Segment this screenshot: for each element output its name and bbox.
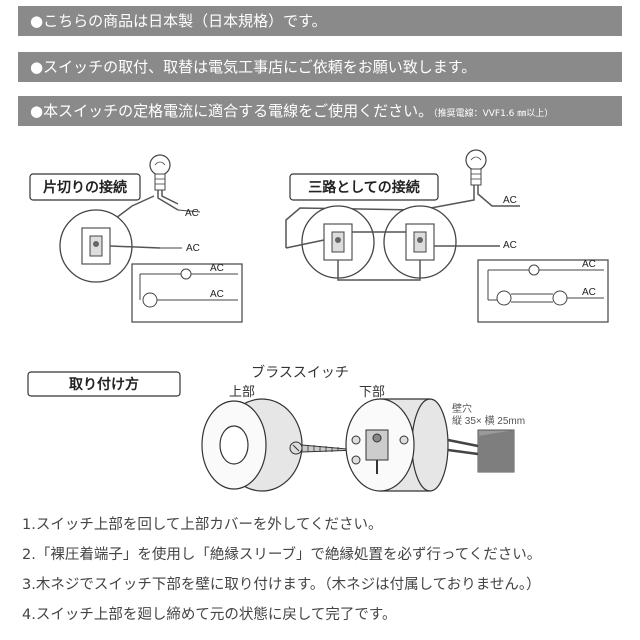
single-pole-section: 片切りの接続 AC AC AC AC: [29, 154, 243, 323]
product-label: ブラススイッチ: [251, 364, 349, 380]
wall-hole: 壁穴 縦 35× 横 25mm: [447, 402, 525, 473]
single-schem-ac-top: AC: [210, 263, 224, 274]
step-1: 1.スイッチ上部を回して上部カバーを外してください。: [22, 517, 383, 533]
installation-steps: 1.スイッチ上部を回して上部カバーを外してください。 2.「裸圧着端子」を使用し…: [22, 514, 632, 634]
install-title: 取り付け方: [69, 376, 139, 392]
wiring-and-installation-diagram: 片切りの接続 AC AC AC AC: [27, 149, 609, 492]
single-schem-ac-bottom: AC: [210, 289, 224, 300]
bulb-icon: [149, 154, 171, 191]
single-pole-title: 片切りの接続: [43, 179, 127, 195]
notice-wire-spec: ●本スイッチの定格電流に適合する電線をご使用ください。（推奨電線：VVF1.6 …: [18, 96, 622, 126]
wood-screw: [289, 441, 359, 455]
threeway-schem-ac-top: AC: [582, 259, 596, 270]
single-ac-bottom: AC: [186, 243, 200, 254]
threeway-schem-ac-bottom: AC: [582, 287, 596, 298]
lower-base: [345, 398, 449, 492]
wire-spec-note: （推奨電線：VVF1.6 ㎜以上）: [433, 109, 554, 119]
notice-japan-made: ●こちらの商品は日本製（日本規格）です。: [18, 6, 622, 36]
threeway-ac-bottom: AC: [503, 240, 517, 251]
hole-size: 縦 35× 横 25mm: [452, 414, 525, 427]
three-way-title: 三路としての接続: [308, 179, 420, 195]
installation-section: 取り付け方 ブラススイッチ 上部 下部: [27, 364, 525, 492]
upper-cover: [201, 398, 303, 492]
threeway-ac-top: AC: [503, 195, 517, 206]
bulb-icon-threeway: [465, 149, 487, 186]
step-4: 4.スイッチ上部を廻し締めて元の状態に戻して完了です。: [22, 607, 397, 623]
single-ac-top: AC: [185, 208, 199, 219]
step-2: 2.「裸圧着端子」を使用し「絶縁スリーブ」で絶縁処置を必ず行ってください。: [22, 547, 542, 563]
step-3: 3.木ネジでスイッチ下部を壁に取り付けます。（木ネジは付属しておりません。）: [22, 577, 541, 593]
upper-label: 上部: [229, 384, 255, 399]
notice-electrician: ●スイッチの取付、取替は電気工事店にご依頼をお願い致します。: [18, 52, 622, 82]
hole-label: 壁穴: [452, 402, 472, 415]
lower-label: 下部: [359, 384, 385, 399]
three-way-section: 三路としての接続 AC AC: [285, 149, 609, 323]
